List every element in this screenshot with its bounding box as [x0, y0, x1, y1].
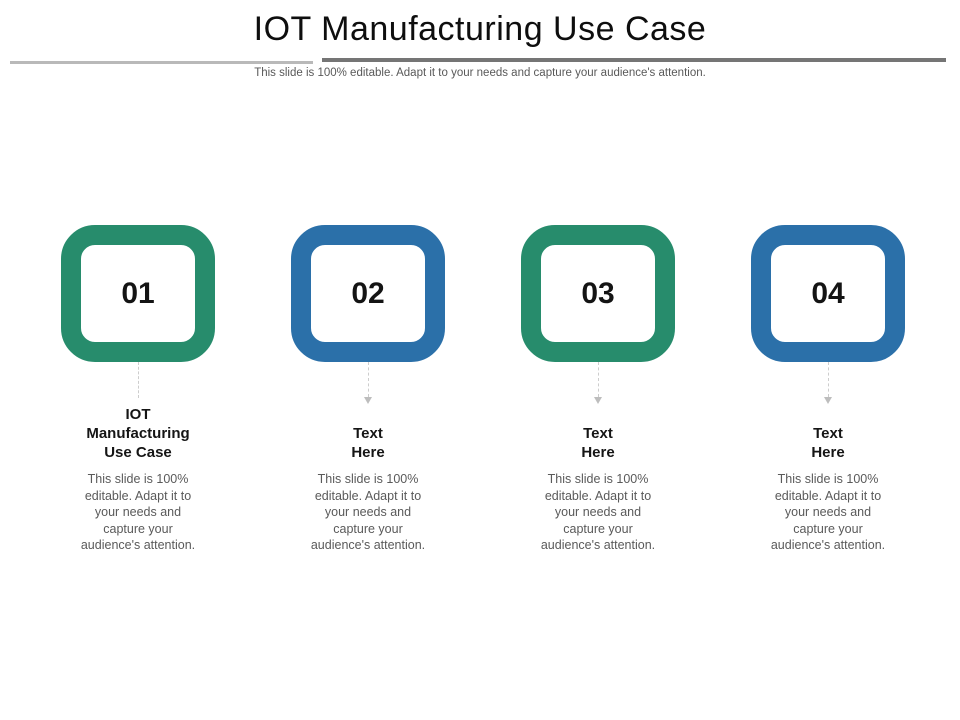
number-badge: 04 [751, 225, 905, 362]
connector-line [364, 362, 372, 404]
step-number: 01 [121, 276, 155, 310]
connector-line [824, 362, 832, 404]
step-number: 04 [811, 276, 845, 310]
connector-line [137, 362, 139, 404]
connector-line [594, 362, 602, 404]
title-divider-dark-segment [322, 58, 946, 62]
dashed-line [597, 362, 599, 397]
number-badge: 01 [61, 225, 215, 362]
arrow-down-icon [824, 397, 832, 404]
step-heading: Text Here [351, 425, 385, 461]
step-description: This slide is 100% editable. Adapt it to… [310, 472, 426, 552]
step-heading: IOT Manufacturing Use Case [86, 406, 190, 461]
step-description: This slide is 100% editable. Adapt it to… [80, 472, 196, 552]
step-number: 02 [351, 276, 385, 310]
step-number: 03 [581, 276, 615, 310]
arrow-down-icon [594, 397, 602, 404]
dashed-line [367, 362, 369, 397]
dashed-line [827, 362, 829, 397]
arrow-down-icon [364, 397, 372, 404]
title-divider-light-segment [10, 61, 313, 64]
slide-subtitle: This slide is 100% editable. Adapt it to… [254, 67, 706, 79]
steps-row: 01 IOT Manufacturing Use Case This slide… [23, 225, 943, 554]
number-badge: 02 [291, 225, 445, 362]
dashed-line [137, 362, 139, 398]
step-heading: Text Here [811, 425, 845, 461]
number-badge: 03 [521, 225, 675, 362]
step-column-1: 01 IOT Manufacturing Use Case This slide… [23, 225, 253, 554]
step-heading: Text Here [581, 425, 615, 461]
step-column-2: 02 Text Here This slide is 100% editable… [253, 225, 483, 554]
step-description: This slide is 100% editable. Adapt it to… [770, 472, 886, 552]
step-column-4: 04 Text Here This slide is 100% editable… [713, 225, 943, 554]
step-column-3: 03 Text Here This slide is 100% editable… [483, 225, 713, 554]
step-description: This slide is 100% editable. Adapt it to… [540, 472, 656, 552]
slide-title: IOT Manufacturing Use Case [253, 10, 707, 48]
